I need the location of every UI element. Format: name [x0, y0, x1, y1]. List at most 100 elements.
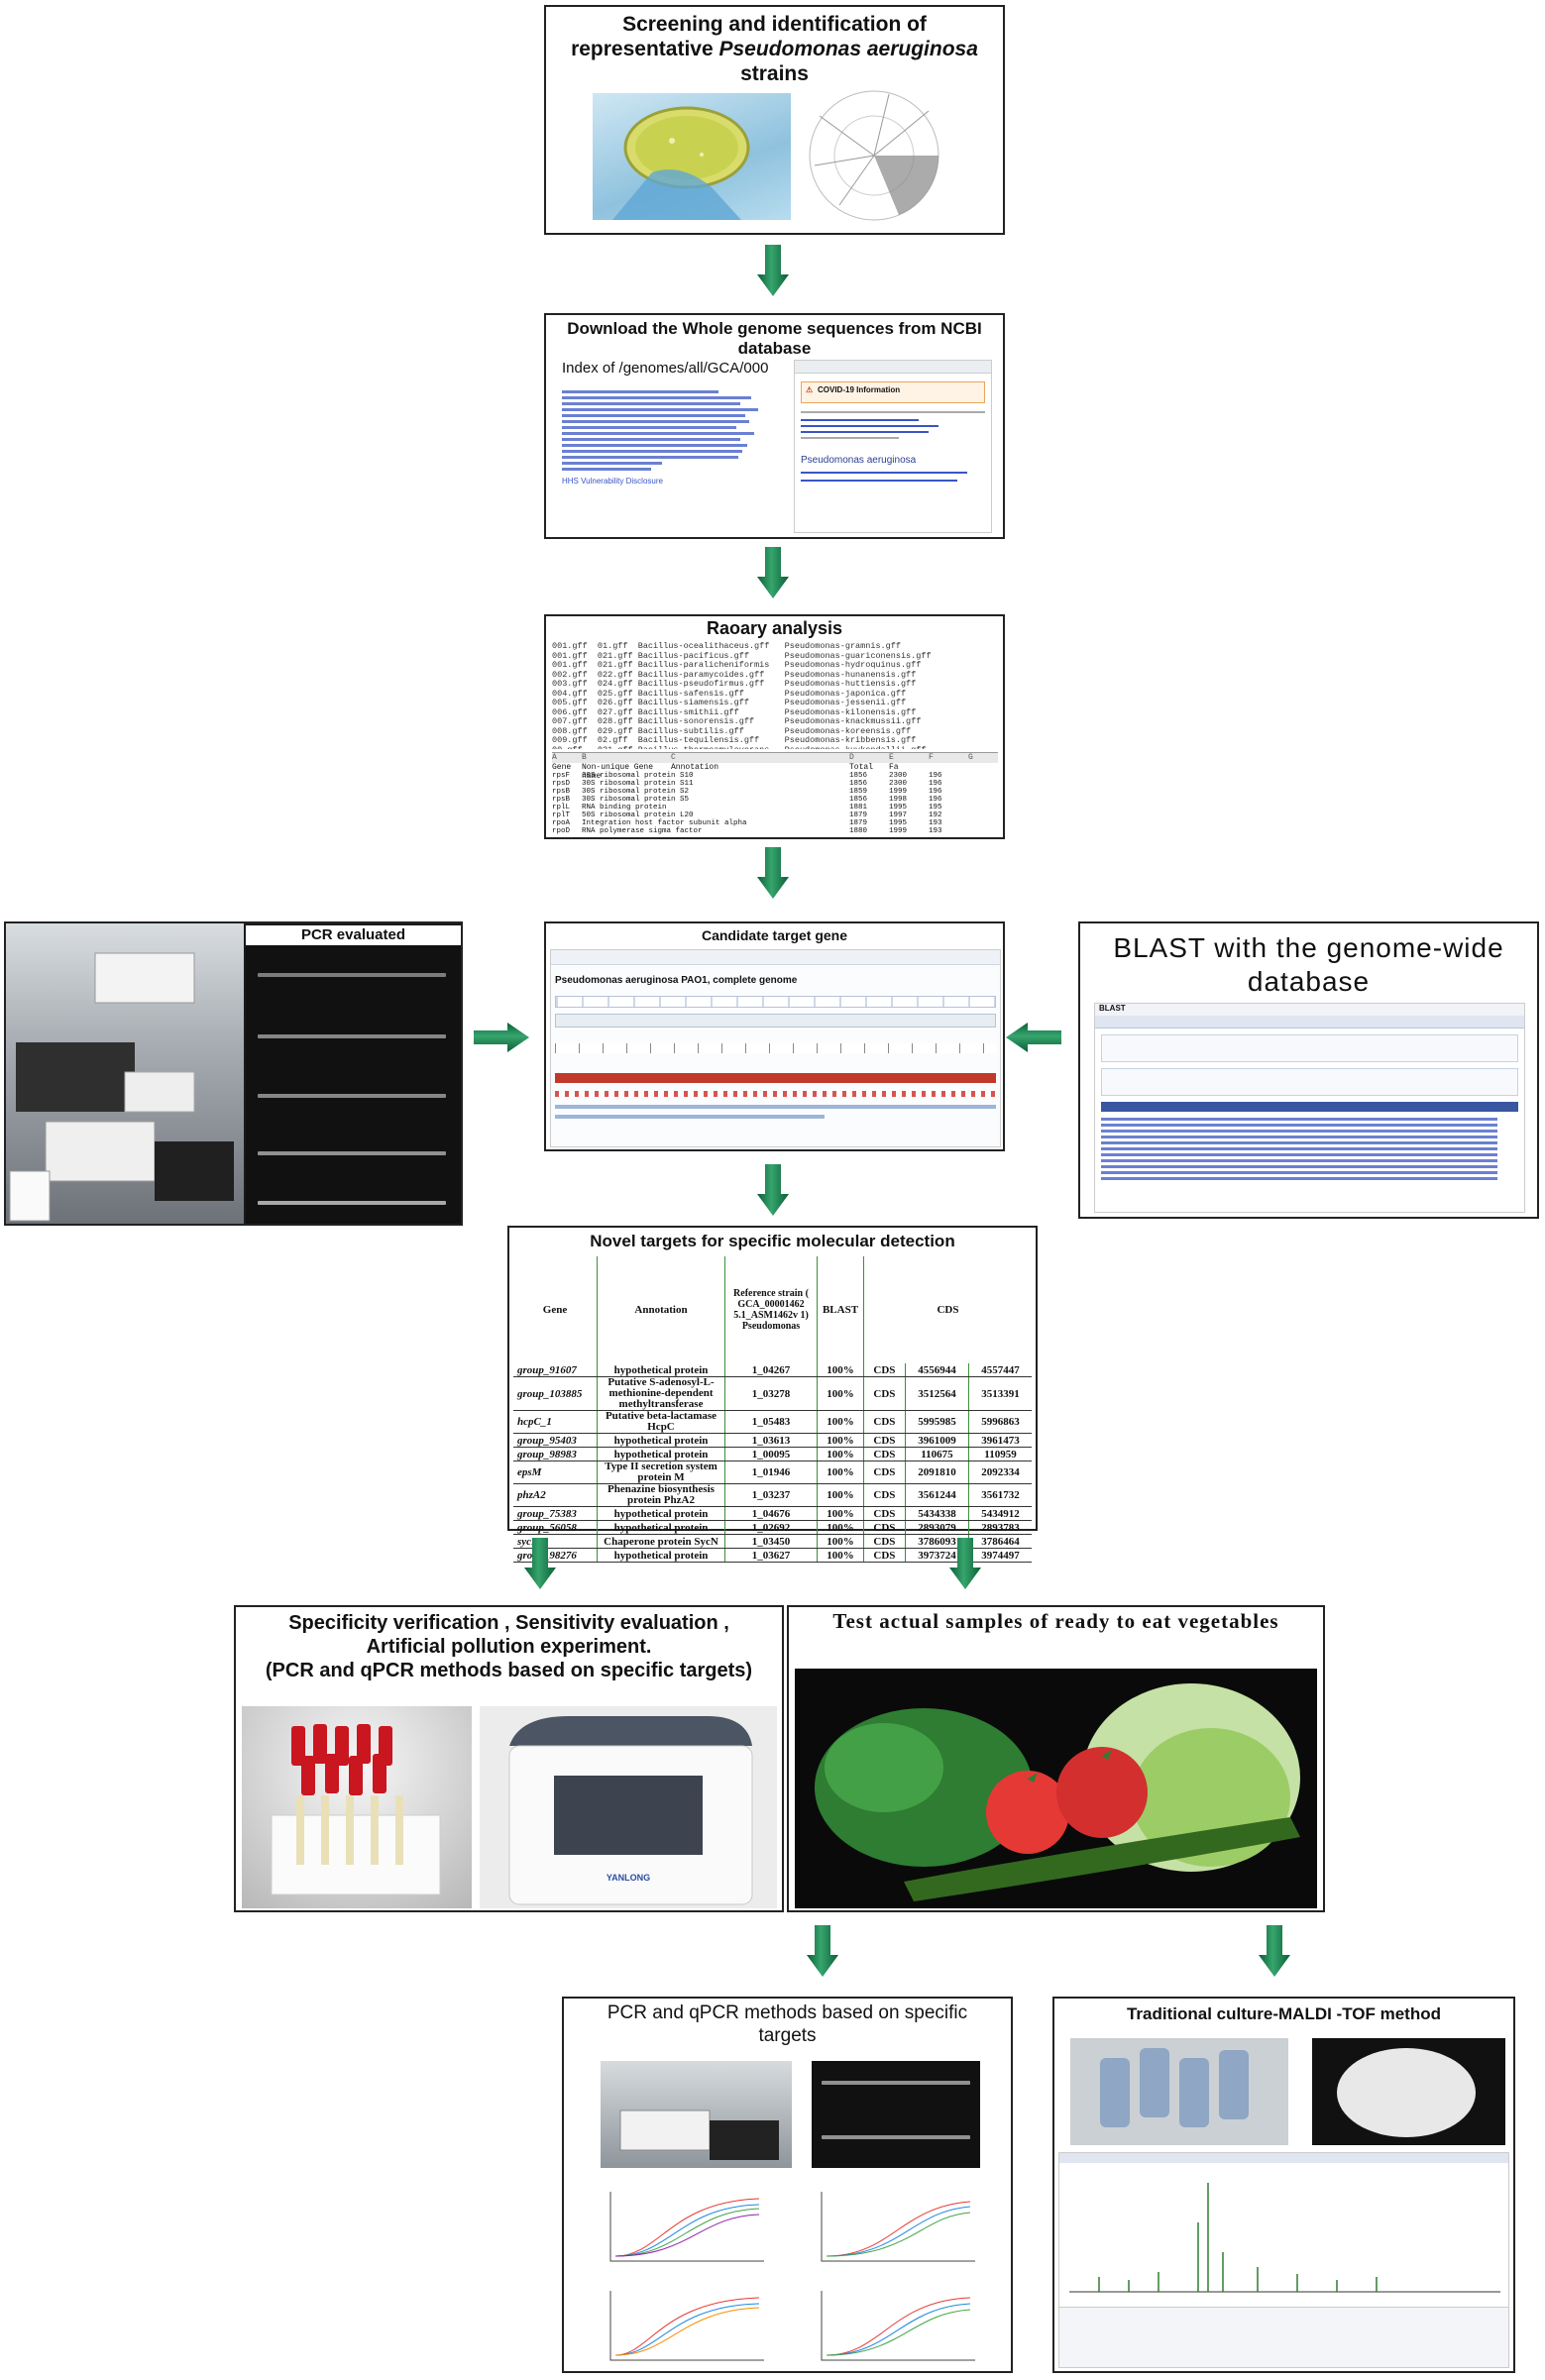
cds-type-cell: CDS — [863, 1433, 906, 1448]
arrow-right-to-candidate — [474, 1023, 529, 1052]
phylogenetic-tree-illustration — [809, 90, 939, 221]
sample-tubes-photo — [242, 1706, 472, 1908]
arrow-down-to-pcr-methods — [807, 1925, 838, 1977]
arrow-down-4 — [757, 1164, 789, 1216]
col-blast: BLAST — [817, 1256, 864, 1363]
agar-plate-photo — [1312, 2038, 1505, 2145]
cds-start-cell: 3973724 — [904, 1548, 969, 1563]
step2-box: Download the Whole genome sequences from… — [544, 313, 1005, 539]
cds-start-cell: 110675 — [904, 1447, 969, 1461]
arrow-down-left-branch — [524, 1538, 556, 1589]
cds-end-cell: 3961473 — [968, 1433, 1032, 1448]
cds-start-cell: 2893079 — [904, 1520, 969, 1535]
annotation-cell: Phenazine biosynthesis protein PhzA2 — [597, 1483, 725, 1507]
covid-notice: COVID-19 Information — [818, 385, 901, 394]
col-annotation: Annotation — [597, 1256, 725, 1363]
cds-type-cell: CDS — [863, 1376, 906, 1411]
step7a-title: PCR and qPCR methods based on specific t… — [607, 2002, 968, 2046]
cds-end-cell: 5996863 — [968, 1410, 1032, 1434]
step1-title: Screening and identification of represen… — [571, 13, 978, 86]
blast-cell: 100% — [817, 1520, 864, 1535]
annotation-cell: Type II secretion system protein M — [597, 1460, 725, 1484]
cds-start-cell: 4556944 — [904, 1363, 969, 1377]
blast-cell: 100% — [817, 1447, 864, 1461]
cds-start-cell: 3512564 — [904, 1376, 969, 1411]
step6b-title: Test actual samples of ready to eat vege… — [832, 1609, 1279, 1633]
cds-type-cell: CDS — [863, 1483, 906, 1507]
blast-cell: 100% — [817, 1433, 864, 1448]
blast-screenshot: BLAST — [1094, 1003, 1525, 1213]
cds-end-cell: 5434912 — [968, 1506, 1032, 1521]
step1-box: Screening and identification of represen… — [544, 5, 1005, 235]
cds-end-cell: 3974497 — [968, 1548, 1032, 1563]
arrow-down-2 — [757, 547, 789, 598]
gene-cell: group_103885 — [513, 1376, 598, 1411]
col-cds: CDS — [863, 1256, 1032, 1363]
step5-title: Novel targets for specific molecular det… — [590, 1232, 955, 1250]
cds-start-cell: 3561244 — [904, 1483, 969, 1507]
cds-type-cell: CDS — [863, 1460, 906, 1484]
amplification-curves-1 — [609, 2192, 764, 2262]
qpcr-device-illustration — [508, 1716, 753, 1905]
gene-cell: group_98983 — [513, 1447, 598, 1461]
locus-cell: 1_03613 — [724, 1433, 818, 1448]
cds-start-cell: 3786093 — [904, 1534, 969, 1549]
locus-cell: 1_03278 — [724, 1376, 818, 1411]
locus-cell: 1_00095 — [724, 1447, 818, 1461]
pcr-machine-photo — [601, 2061, 792, 2168]
pcr-evaluated-title: PCR evaluated — [246, 925, 461, 945]
gene-cell: hcpC_1 — [513, 1410, 598, 1434]
locus-cell: 1_04676 — [724, 1506, 818, 1521]
locus-cell: 1_03627 — [724, 1548, 818, 1563]
step4-title: Candidate target gene — [701, 927, 848, 943]
cds-start-cell: 3961009 — [904, 1433, 969, 1448]
genome-viewer: Pseudomonas aeruginosa PAO1, complete ge… — [550, 949, 1001, 1147]
cds-type-cell: CDS — [863, 1506, 906, 1521]
step3-title: Raoary analysis — [706, 618, 843, 638]
cds-start-cell: 5995985 — [904, 1410, 969, 1434]
blast-cell: 100% — [817, 1534, 864, 1549]
blast-cell: 100% — [817, 1460, 864, 1484]
cds-end-cell: 2893783 — [968, 1520, 1032, 1535]
gene-cell: epsM — [513, 1460, 598, 1484]
pcr-machine-illustration — [619, 2110, 779, 2160]
annotation-cell: hypothetical protein — [597, 1548, 725, 1563]
blast-title: BLAST with the genome-wide database — [1113, 932, 1504, 997]
device-brand: YANLONG — [606, 1873, 651, 1883]
arrow-down-to-maldi — [1259, 1925, 1290, 1977]
qpcr-curves-4 — [812, 2286, 980, 2367]
cds-end-cell: 3561732 — [968, 1483, 1032, 1507]
cds-type-cell: CDS — [863, 1447, 906, 1461]
genome-title: Pseudomonas aeruginosa PAO1, complete ge… — [555, 975, 798, 986]
index-heading: Index of /genomes/all/GCA/000 — [562, 360, 769, 377]
locus-cell: 1_02692 — [724, 1520, 818, 1535]
annotation-cell: Putative beta-lactamase HcpC — [597, 1410, 725, 1434]
hhs-link[interactable]: HHS Vulnerability Disclosure — [562, 477, 663, 486]
roary-terminal-output: 001.gff 01.gff Bacillus-ocealithaceus.gf… — [552, 642, 932, 749]
cds-end-cell: 3513391 — [968, 1376, 1032, 1411]
step6b-box: Test actual samples of ready to eat vege… — [787, 1605, 1325, 1912]
annotation-cell: hypothetical protein — [597, 1506, 725, 1521]
cds-end-cell: 110959 — [968, 1447, 1032, 1461]
ncbi-index-panel: Index of /genomes/all/GCA/000 HHS Vulner… — [562, 360, 785, 533]
annotation-cell: Chaperone protein SycN — [597, 1534, 725, 1549]
cds-type-cell: CDS — [863, 1520, 906, 1535]
index-links — [562, 390, 785, 471]
gene-cell: group_95403 — [513, 1433, 598, 1448]
step4-box: Candidate target gene Pseudomonas aerugi… — [544, 921, 1005, 1151]
